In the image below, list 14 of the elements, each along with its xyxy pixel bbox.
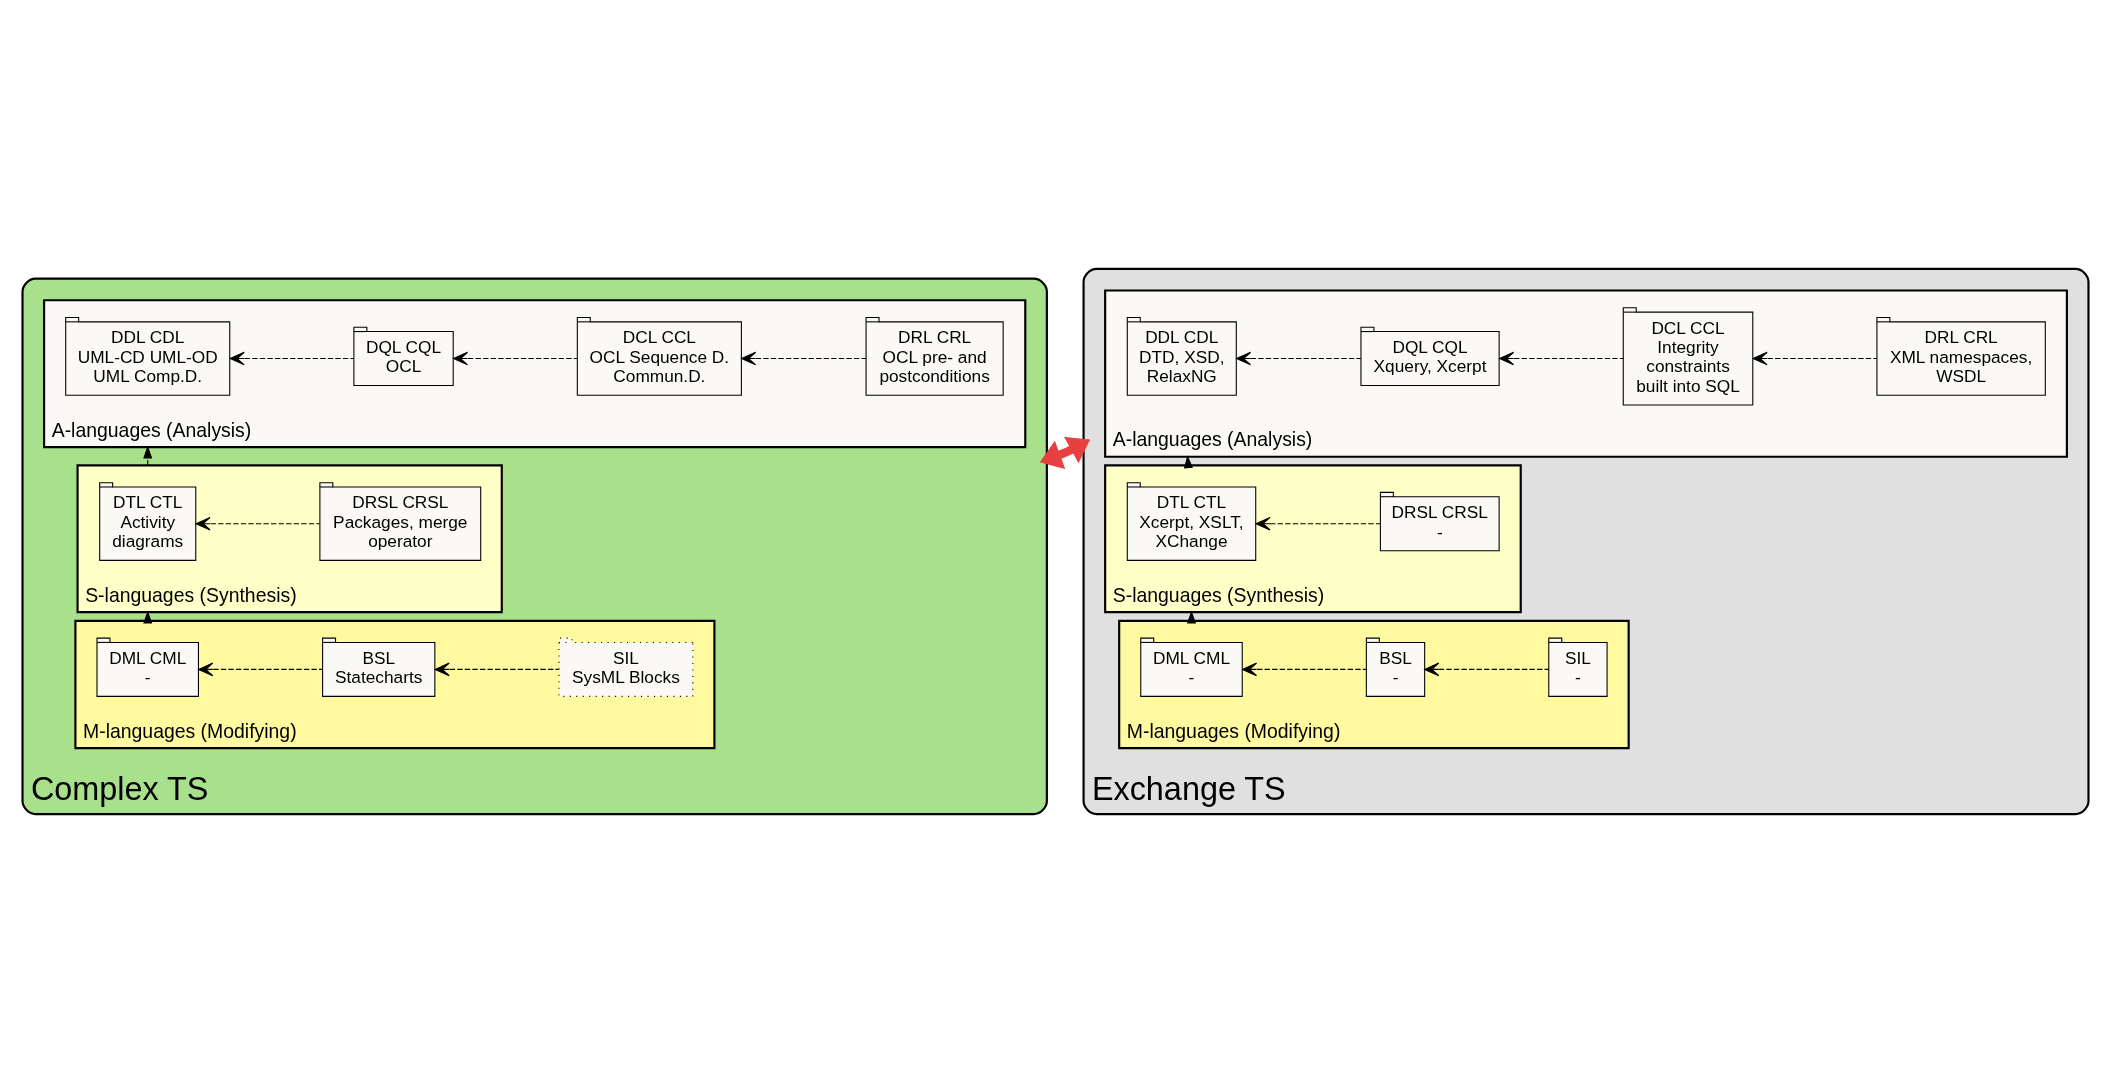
arrow [1039,436,1091,469]
arrow [195,516,321,531]
arrow [1499,351,1624,366]
arrow [741,351,867,366]
arrow [1241,662,1367,677]
arrow [1424,662,1550,677]
arrow [434,662,560,677]
arrow [1236,351,1362,366]
arrow [452,351,578,366]
arrow [143,445,153,466]
arrow [229,351,355,366]
arrow [1752,351,1878,366]
arrow [198,662,323,677]
arrow [1255,516,1381,531]
